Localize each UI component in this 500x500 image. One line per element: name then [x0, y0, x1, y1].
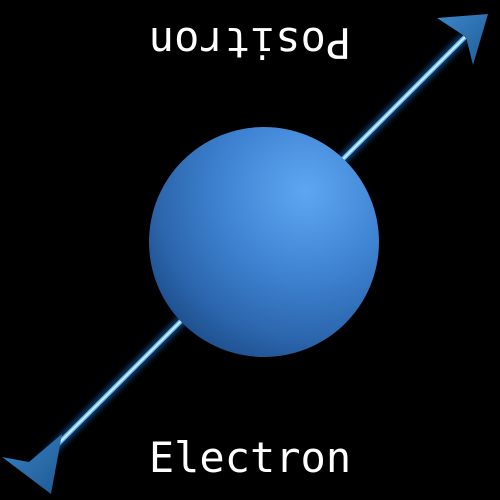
top-label: Positron	[149, 18, 351, 67]
arrowhead-top-right-icon	[437, 14, 488, 65]
bottom-label: Electron	[149, 433, 351, 482]
particle-sphere	[149, 127, 379, 357]
arrowhead-bottom-left-icon	[2, 434, 62, 494]
